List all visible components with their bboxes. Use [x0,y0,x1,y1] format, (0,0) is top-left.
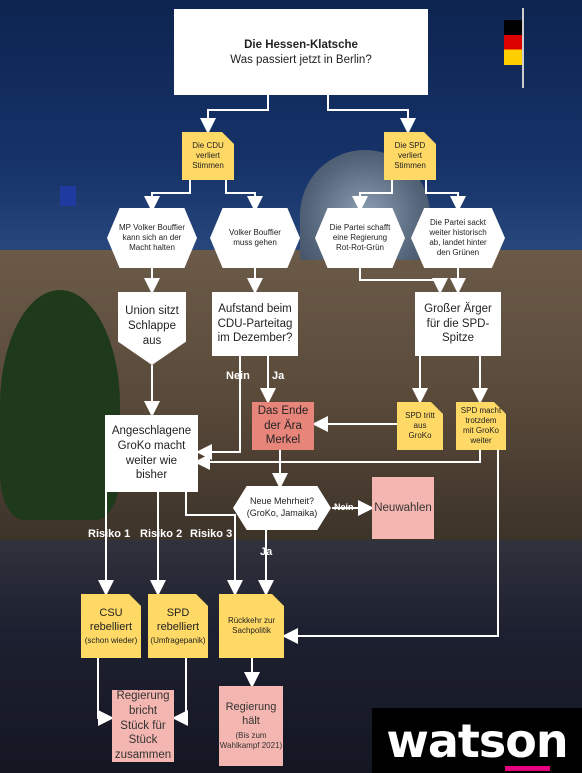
spd-continue-note: SPD macht trotzdem mit GroKo weiter [456,402,506,450]
label-ja-1: Ja [272,370,285,382]
spd-exit-note: SPD tritt aus GroKo [397,402,443,450]
eu-flag [60,186,76,206]
union-weak-text: Union sitzt Schlappe aus [125,305,179,347]
bouffier-stays-hex: MP Volker Bouffier kann sich an der Mach… [107,208,197,268]
spd-rebel-main: SPD rebelliert [156,606,200,633]
csu-rebel-note: CSU rebelliert (schon wieder) [81,594,141,658]
german-flag [504,20,522,65]
neue-mehrheit-hex: Neue Mehrheit? (GroKo, Jamaika) [233,486,331,530]
spd-exit-text: SPD tritt aus GroKo [405,411,435,440]
cdu-loses-text: Die CDU verliert Stimmen [192,141,224,170]
sachpolitik-note: Rückkehr zur Sachpolitik [219,594,284,658]
spd-anger-box: Großer Ärger für die SPD-Spitze [415,292,501,356]
label-nein-2: Nein [334,502,354,512]
groko-weiter-text: Angeschlagene GroKo macht weiter wie bis… [111,424,192,482]
holds-main: Regierung hält [225,700,277,727]
cdu-loses-note: Die CDU verliert Stimmen [182,132,234,180]
label-ja-2: Ja [260,546,273,558]
spd-rebel-sub: (Umfragepanik) [150,636,206,646]
spd-historic-hex: Die Partei sackt weiter historisch ab, l… [411,208,505,268]
neuwahlen-text: Neuwahlen [374,501,432,514]
spd-historic-text: Die Partei sackt weiter historisch ab, l… [429,218,487,257]
rrg-text: Die Partei schafft eine Regierung Rot-Ro… [329,223,391,252]
merkel-end-text: Das Ende der Ära Merkel [257,404,309,447]
spd-loses-text: Die SPD verliert Stimmen [394,141,426,170]
cdu-uprising-box: Aufstand beim CDU-Parteitag im Dezember? [212,292,298,356]
watson-logo: watson [372,708,582,773]
label-risiko-1: Risiko 1 [88,528,131,540]
spd-continue-text: SPD macht trotzdem mit GroKo weiter [460,406,502,445]
csu-rebel-sub: (schon wieder) [84,636,138,646]
neuwahlen-box: Neuwahlen [372,477,434,539]
collapse-text: Regierung bricht Stück für Stück zusamme… [114,689,172,762]
neue-mehrheit-text: Neue Mehrheit? (GroKo, Jamaika) [246,496,318,518]
title-box: Die Hessen-Klatsche Was passiert jetzt i… [174,9,428,95]
bouffier-goes-text: Volker Bouffier muss gehen [229,228,281,247]
bouffier-stays-text: MP Volker Bouffier kann sich an der Mach… [119,223,185,252]
label-risiko-3: Risiko 3 [190,528,233,540]
watson-logo-text: watson [386,713,568,768]
spd-rebel-note: SPD rebelliert (Umfragepanik) [148,594,208,658]
flag-pole [522,8,524,88]
tree-left [0,290,120,520]
cdu-uprising-text: Aufstand beim CDU-Parteitag im Dezember? [217,302,293,345]
holds-sub: (Bis zum Wahlkampf 2021) [219,731,283,751]
sachpolitik-text: Rückkehr zur Sachpolitik [227,616,276,635]
label-nein-1: Nein [226,370,250,382]
spd-loses-note: Die SPD verliert Stimmen [384,132,436,180]
collapse-box: Regierung bricht Stück für Stück zusamme… [112,690,174,762]
holds-box: Regierung hält (Bis zum Wahlkampf 2021) [219,686,283,766]
bouffier-goes-hex: Volker Bouffier muss gehen [210,208,300,268]
groko-weiter-box: Angeschlagene GroKo macht weiter wie bis… [105,415,198,492]
title-main: Die Hessen-Klatsche [244,38,358,51]
csu-rebel-main: CSU rebelliert [89,606,133,633]
label-risiko-2: Risiko 2 [140,528,183,540]
merkel-end-box: Das Ende der Ära Merkel [252,402,314,450]
rrg-hex: Die Partei schafft eine Regierung Rot-Ro… [315,208,405,268]
title-sub: Was passiert jetzt in Berlin? [230,53,372,66]
spd-anger-text: Großer Ärger für die SPD-Spitze [424,302,492,345]
watson-logo-accent [505,766,550,771]
